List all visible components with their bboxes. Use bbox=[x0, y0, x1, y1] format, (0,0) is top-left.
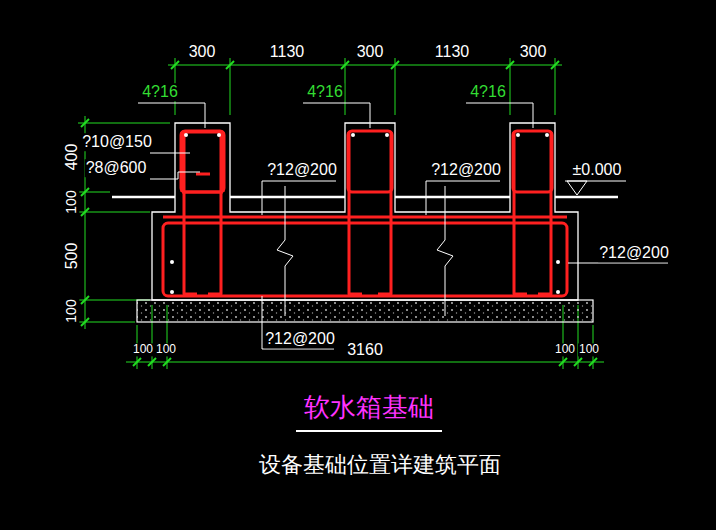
dimension-text: 100 bbox=[554, 343, 576, 356]
title-underline bbox=[296, 430, 442, 432]
dimension-text: 100 bbox=[64, 189, 79, 214]
dimension-text: 1130 bbox=[269, 43, 305, 61]
break-line bbox=[277, 186, 453, 316]
ground-line bbox=[112, 196, 618, 199]
dimension-text: 100 bbox=[132, 343, 154, 356]
dimension-text: 300 bbox=[356, 43, 385, 61]
dimension-text: 500 bbox=[63, 242, 81, 271]
rebar-callout: ?12@200 bbox=[598, 244, 670, 262]
dimension-text: 100 bbox=[155, 343, 177, 356]
dimension-text: 300 bbox=[188, 43, 217, 61]
elevation-symbol bbox=[565, 181, 626, 195]
rebar-callout: ?12@200 bbox=[430, 161, 502, 179]
rebar-callout: ?10@150 bbox=[81, 133, 153, 151]
rebar-callout: 4?16 bbox=[141, 83, 179, 101]
dimension-text: 300 bbox=[519, 43, 548, 61]
rebar-section bbox=[170, 133, 560, 294]
dimension-text: 100 bbox=[578, 343, 600, 356]
rebar-callout: ?12@200 bbox=[264, 330, 336, 348]
concrete-outline bbox=[152, 123, 578, 300]
dimension-text: 100 bbox=[64, 298, 79, 323]
dimension-line bbox=[78, 116, 170, 329]
elevation-text: ±0.000 bbox=[572, 161, 623, 179]
rebar-callout: 4?16 bbox=[469, 83, 507, 101]
drawing-title: 软水箱基础 bbox=[304, 393, 434, 422]
rebar bbox=[163, 131, 567, 296]
rebar-callout: ?12@200 bbox=[266, 161, 338, 179]
drawing-caption: 设备基础位置详建筑平面 bbox=[259, 453, 501, 477]
dimension-line bbox=[168, 58, 562, 115]
rebar-callout: 4?16 bbox=[306, 83, 344, 101]
dimension-text: 3160 bbox=[346, 341, 384, 359]
leader-line bbox=[138, 103, 668, 349]
rebar-callout: ?8@600 bbox=[85, 159, 148, 177]
dimension-text: 400 bbox=[63, 143, 81, 172]
lean-concrete bbox=[137, 300, 593, 322]
dimension-text: 1130 bbox=[434, 43, 470, 61]
